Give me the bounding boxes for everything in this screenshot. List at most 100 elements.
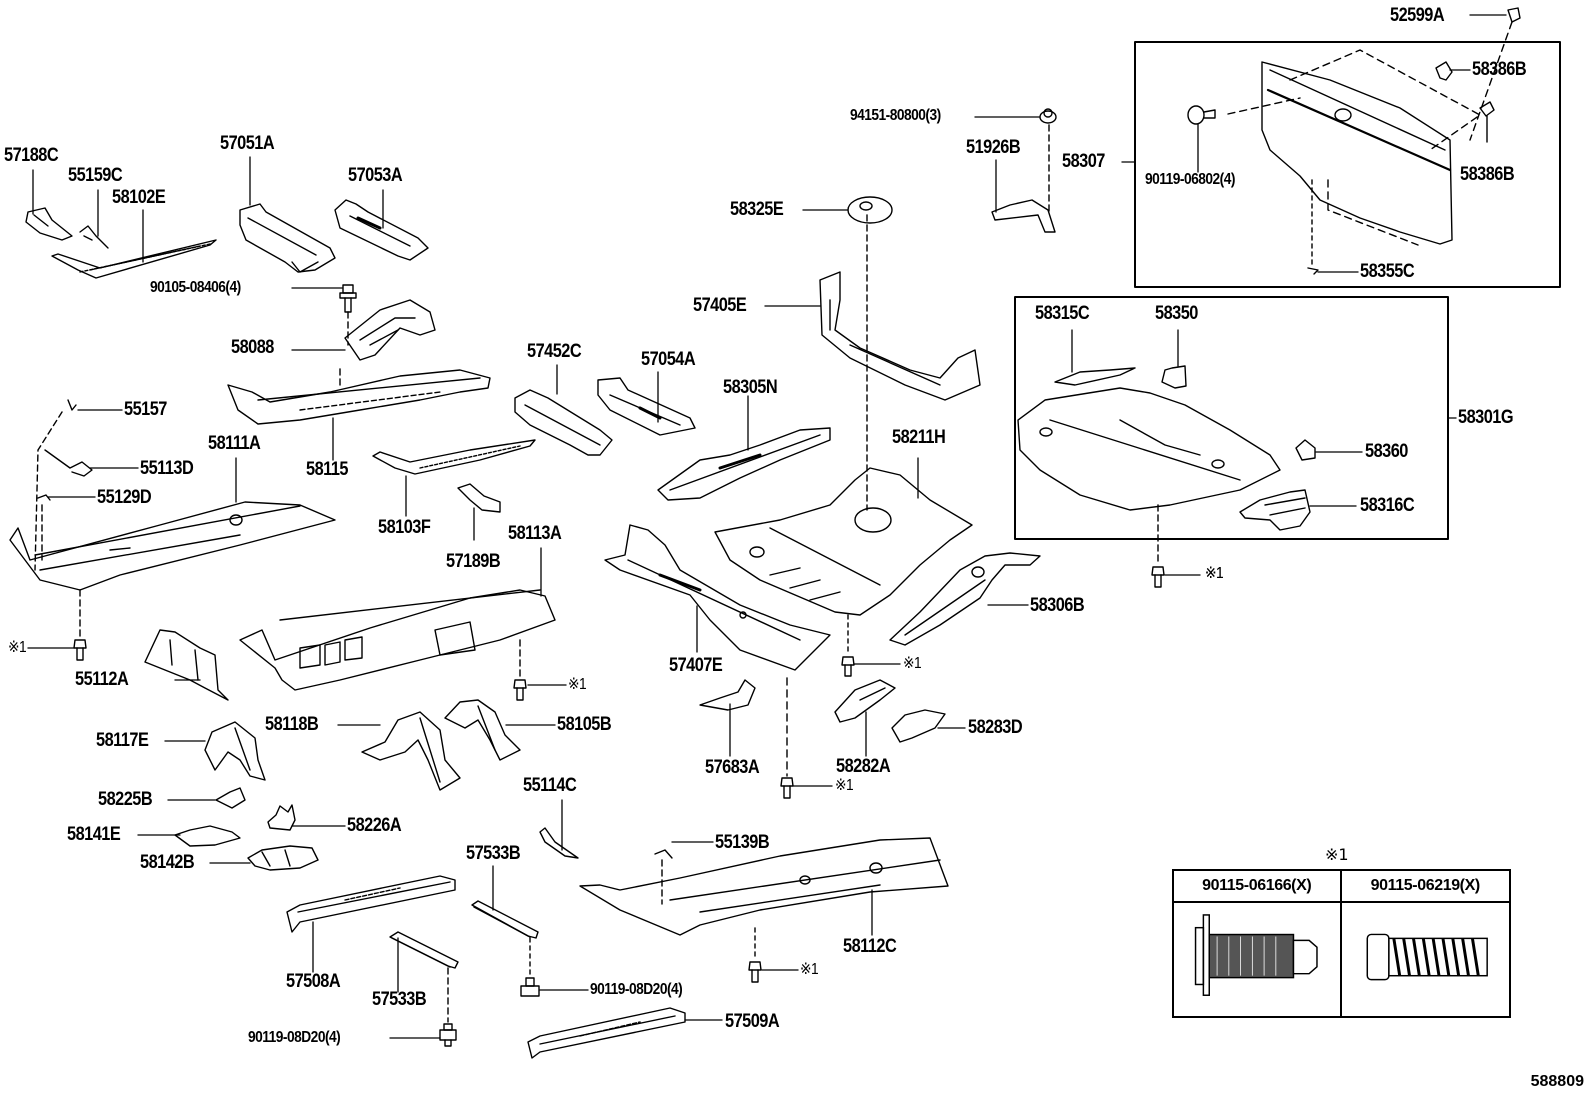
part-label-55113d[interactable]: 55113D bbox=[140, 458, 194, 479]
bolt-90119-06802[interactable] bbox=[1187, 105, 1216, 125]
part-label-58325e[interactable]: 58325E bbox=[730, 199, 784, 220]
part-label-58355c[interactable]: 58355C bbox=[1360, 261, 1415, 282]
part-58305N[interactable] bbox=[657, 427, 831, 501]
part-label-58386b-b[interactable]: 58386B bbox=[1460, 164, 1515, 185]
nut-94151-80800[interactable] bbox=[1039, 108, 1057, 216]
part-label-58111a[interactable]: 58111A bbox=[208, 433, 261, 454]
fastener-table-cell[interactable] bbox=[1342, 903, 1510, 1016]
part-label-57053a[interactable]: 57053A bbox=[348, 165, 403, 186]
part-label-58315c[interactable]: 58315C bbox=[1035, 303, 1090, 324]
part-label-58112c[interactable]: 58112C bbox=[843, 936, 897, 957]
part-label-57452c[interactable]: 57452C bbox=[527, 341, 582, 362]
part-label-58316c[interactable]: 58316C bbox=[1360, 495, 1415, 516]
part-label-94151-80800[interactable]: 94151-80800(3) bbox=[850, 107, 941, 124]
part-55139B[interactable] bbox=[654, 849, 673, 905]
part-label-58307[interactable]: 58307 bbox=[1062, 151, 1105, 172]
part-label-55139b[interactable]: 55139B bbox=[715, 832, 770, 853]
part-label-55159c[interactable]: 55159C bbox=[68, 165, 123, 186]
part-label-58103f[interactable]: 58103F bbox=[378, 517, 431, 538]
part-58113A[interactable] bbox=[239, 589, 556, 691]
part-57188C[interactable] bbox=[25, 207, 73, 241]
part-57533B-upper[interactable] bbox=[471, 900, 539, 939]
part-label-58225b[interactable]: 58225B bbox=[98, 789, 153, 810]
part-label-58118b[interactable]: 58118B bbox=[265, 714, 319, 735]
clip-58386B-lower[interactable] bbox=[1479, 101, 1495, 143]
part-58118B[interactable] bbox=[361, 711, 461, 791]
part-55114C[interactable] bbox=[539, 827, 579, 859]
part-label-58142b[interactable]: 58142B bbox=[140, 852, 195, 873]
part-label-57054a[interactable]: 57054A bbox=[641, 349, 696, 370]
fastener-ref-mark[interactable]: ※1 bbox=[1205, 565, 1224, 582]
bolt-90119-08D20-a[interactable] bbox=[439, 1023, 457, 1047]
part-58225B[interactable] bbox=[215, 787, 246, 809]
fastener-ref-mark[interactable]: ※1 bbox=[1205, 565, 1224, 582]
part-58307-back-panel[interactable] bbox=[1261, 61, 1453, 245]
part-label-90119-08d20-b[interactable]: 90119-08D20(4) bbox=[590, 981, 683, 998]
part-58088[interactable] bbox=[344, 299, 436, 361]
part-57452C[interactable] bbox=[514, 389, 613, 456]
part-58111A[interactable] bbox=[9, 501, 336, 591]
part-58325E[interactable] bbox=[847, 196, 893, 224]
clip-58355C[interactable] bbox=[1307, 267, 1319, 275]
part-label-58115[interactable]: 58115 bbox=[306, 459, 348, 480]
part-label-58282a[interactable]: 58282A bbox=[836, 756, 891, 777]
part-label-51926b[interactable]: 51926B bbox=[966, 137, 1021, 158]
clip-58386B-upper[interactable] bbox=[1435, 61, 1453, 81]
part-57683A[interactable] bbox=[699, 679, 756, 711]
part-57054A[interactable] bbox=[597, 377, 696, 436]
part-58226A[interactable] bbox=[267, 804, 296, 831]
part-57189B[interactable] bbox=[457, 483, 501, 513]
part-58282A[interactable] bbox=[834, 679, 896, 723]
part-57533B-lower[interactable] bbox=[389, 931, 459, 969]
part-58350[interactable] bbox=[1161, 365, 1187, 389]
bolt-90105-08406[interactable] bbox=[339, 284, 357, 346]
part-label-58306b[interactable]: 58306B bbox=[1030, 595, 1085, 616]
part-label-58283d[interactable]: 58283D bbox=[968, 717, 1023, 738]
part-label-55129d[interactable]: 55129D bbox=[97, 487, 152, 508]
part-label-57188c[interactable]: 57188C bbox=[4, 145, 59, 166]
part-label-58305n[interactable]: 58305N bbox=[723, 377, 778, 398]
part-57405E[interactable] bbox=[819, 271, 981, 401]
part-label-58226a[interactable]: 58226A bbox=[347, 815, 402, 836]
part-label-57683a[interactable]: 57683A bbox=[705, 757, 760, 778]
part-label-55114c[interactable]: 55114C bbox=[523, 775, 577, 796]
part-58283D[interactable] bbox=[891, 709, 946, 743]
part-55157[interactable] bbox=[67, 399, 77, 411]
part-label-58350[interactable]: 58350 bbox=[1155, 303, 1198, 324]
bolt-ref1-b[interactable] bbox=[513, 679, 527, 701]
bolt-ref1-d[interactable] bbox=[780, 777, 794, 799]
part-57407E[interactable] bbox=[604, 524, 831, 671]
part-58316C[interactable] bbox=[1239, 489, 1311, 531]
fastener-ref-mark[interactable]: ※1 bbox=[835, 777, 854, 794]
part-58141E[interactable] bbox=[174, 825, 241, 847]
part-label-57533b-b[interactable]: 57533B bbox=[372, 989, 427, 1010]
part-label-90119-06802[interactable]: 90119-06802(4) bbox=[1145, 171, 1235, 188]
part-58301G-spare-tire-pan[interactable] bbox=[1017, 387, 1281, 511]
part-label-58113a[interactable]: 58113A bbox=[508, 523, 562, 544]
part-label-55112a[interactable]: 55112A bbox=[75, 669, 129, 690]
part-57053A[interactable] bbox=[334, 199, 429, 261]
part-label-58117e[interactable]: 58117E bbox=[96, 730, 149, 751]
part-58103F[interactable] bbox=[372, 439, 536, 475]
part-51926B[interactable] bbox=[991, 199, 1056, 233]
part-label-55157[interactable]: 55157 bbox=[124, 399, 167, 420]
part-58360[interactable] bbox=[1295, 439, 1316, 461]
fastener-table-header[interactable]: 90115-06166(X) bbox=[1174, 871, 1342, 903]
part-label-90119-08d20-a[interactable]: 90119-08D20(4) bbox=[248, 1029, 341, 1046]
part-57508A[interactable] bbox=[286, 875, 456, 933]
part-label-52599a[interactable]: 52599A bbox=[1390, 5, 1445, 26]
part-label-57508a[interactable]: 57508A bbox=[286, 971, 341, 992]
part-label-58102e[interactable]: 58102E bbox=[112, 187, 166, 208]
part-58105B[interactable] bbox=[444, 699, 521, 761]
bolt-ref1-e[interactable] bbox=[841, 656, 855, 677]
part-label-58141e[interactable]: 58141E bbox=[67, 824, 121, 845]
part-label-58088[interactable]: 58088 bbox=[231, 337, 274, 358]
part-label-57189b[interactable]: 57189B bbox=[446, 551, 501, 572]
part-label-58386b-a[interactable]: 58386B bbox=[1472, 59, 1527, 80]
part-label-57533b-a[interactable]: 57533B bbox=[466, 843, 521, 864]
bolt-90119-08D20-b[interactable] bbox=[520, 977, 540, 997]
part-58306B[interactable] bbox=[889, 552, 1041, 646]
part-label-57051a[interactable]: 57051A bbox=[220, 133, 275, 154]
part-57051A[interactable] bbox=[239, 203, 336, 273]
part-label-58301g[interactable]: 58301G bbox=[1458, 407, 1514, 428]
